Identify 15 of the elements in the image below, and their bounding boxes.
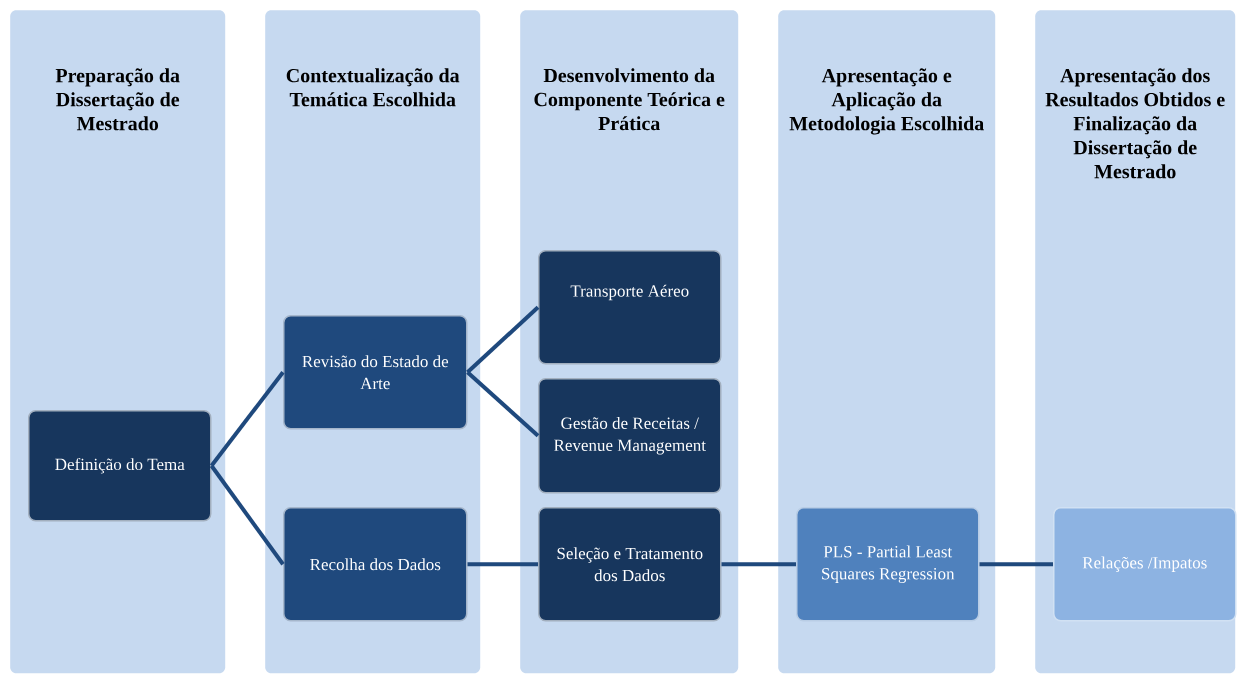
process-box: Transporte Aéreo bbox=[538, 250, 722, 365]
connector-line bbox=[209, 371, 285, 467]
connector-line bbox=[466, 370, 540, 438]
connector-line bbox=[467, 562, 538, 567]
process-box: Seleção e Tratamento dos Dados bbox=[538, 507, 722, 622]
process-box: Relações /Impatos bbox=[1053, 507, 1237, 622]
process-box: Recolha dos Dados bbox=[283, 507, 468, 622]
connector-line bbox=[721, 562, 796, 567]
connector-line bbox=[466, 305, 540, 374]
process-box: PLS - Partial Least Squares Regression bbox=[796, 507, 980, 622]
process-box: Gestão de Receitas / Revenue Management bbox=[538, 378, 722, 494]
process-box: Definição do Tema bbox=[28, 410, 212, 522]
connector-line bbox=[979, 562, 1053, 567]
process-box: Revisão do Estado de Arte bbox=[283, 315, 468, 430]
connector-line bbox=[209, 464, 285, 566]
